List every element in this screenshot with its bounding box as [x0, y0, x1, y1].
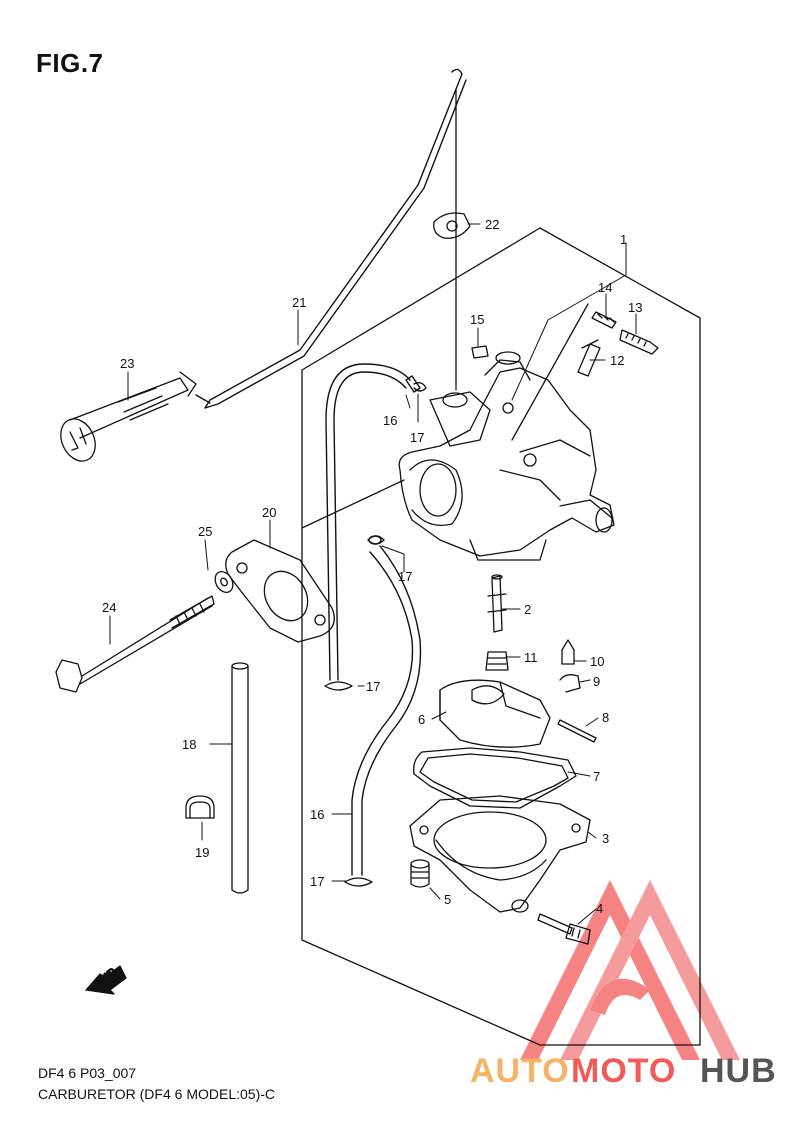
float	[439, 679, 551, 748]
callout-16-upper: 16	[383, 413, 397, 428]
callout-labels: 1 2 3 4 5 6 7 8 9 10 11 12 13 14 15 16 1…	[102, 217, 642, 916]
callout-19: 19	[195, 845, 209, 860]
drain-tube	[231, 662, 249, 894]
callout-3: 3	[602, 831, 609, 846]
float-pin	[557, 719, 597, 743]
insulator-gasket	[225, 539, 335, 643]
watermark-text: AUTO MOTO HUB	[470, 1052, 777, 1090]
screws-group	[471, 303, 659, 441]
callout-20: 20	[262, 505, 276, 520]
callout-7: 7	[593, 769, 600, 784]
main-jet	[487, 574, 507, 633]
callout-4: 4	[596, 901, 603, 916]
watermark-text-auto: AUTO	[470, 1052, 570, 1090]
leader-lines	[109, 223, 637, 925]
watermark-text-hub: HUB	[700, 1052, 777, 1090]
choke-rod	[195, 68, 467, 409]
callout-17-hose-end: 17	[366, 679, 380, 694]
hose-clips	[324, 382, 427, 887]
callout-1: 1	[620, 232, 627, 247]
callout-25: 25	[198, 524, 212, 539]
choke-knob	[60, 371, 197, 462]
callout-17-upper: 17	[410, 430, 424, 445]
chamber-screw	[410, 859, 430, 888]
callout-14: 14	[598, 280, 612, 295]
washer	[214, 571, 234, 593]
through-bolt	[55, 595, 215, 693]
callout-18: 18	[182, 737, 196, 752]
callout-15: 15	[470, 312, 484, 327]
assembly-leader	[301, 479, 405, 529]
diagram-caption: CARBURETOR (DF4 6 MODEL:05)-C	[38, 1086, 276, 1102]
figure-title: FIG.7	[36, 48, 104, 78]
callout-6: 6	[418, 712, 425, 727]
callout-5: 5	[444, 892, 451, 907]
forward-arrow: FWD	[85, 965, 127, 995]
float-chamber	[409, 795, 591, 913]
rod-clip	[433, 89, 471, 391]
callout-9: 9	[593, 674, 600, 689]
callout-23: 23	[120, 356, 134, 371]
callout-17-lower: 17	[310, 874, 324, 889]
float-needle	[561, 639, 575, 665]
callout-24: 24	[102, 600, 116, 615]
pilot-jet	[485, 651, 509, 671]
callout-22: 22	[485, 217, 499, 232]
callout-12: 12	[610, 353, 624, 368]
callout-16-lower: 16	[310, 807, 324, 822]
float-chamber-gasket	[413, 747, 577, 809]
callout-11: 11	[524, 650, 538, 665]
fuel-hose-lower	[351, 535, 422, 876]
needle-clip	[559, 674, 581, 693]
callout-13: 13	[628, 300, 642, 315]
tube-clip	[185, 795, 215, 819]
watermark-logo	[520, 880, 740, 1060]
carburetor-body	[398, 351, 615, 561]
callout-2: 2	[524, 602, 531, 617]
assembly-frame	[301, 227, 701, 1046]
callout-8: 8	[602, 710, 609, 725]
drain-screw	[537, 913, 591, 945]
watermark-text-moto: MOTO	[571, 1052, 676, 1090]
fuel-hose-upper	[325, 363, 421, 681]
callout-17-middle: 17	[398, 569, 412, 584]
callout-21: 21	[292, 295, 306, 310]
callout-10: 10	[590, 654, 604, 669]
diagram-code: DF4 6 P03_007	[38, 1065, 137, 1081]
